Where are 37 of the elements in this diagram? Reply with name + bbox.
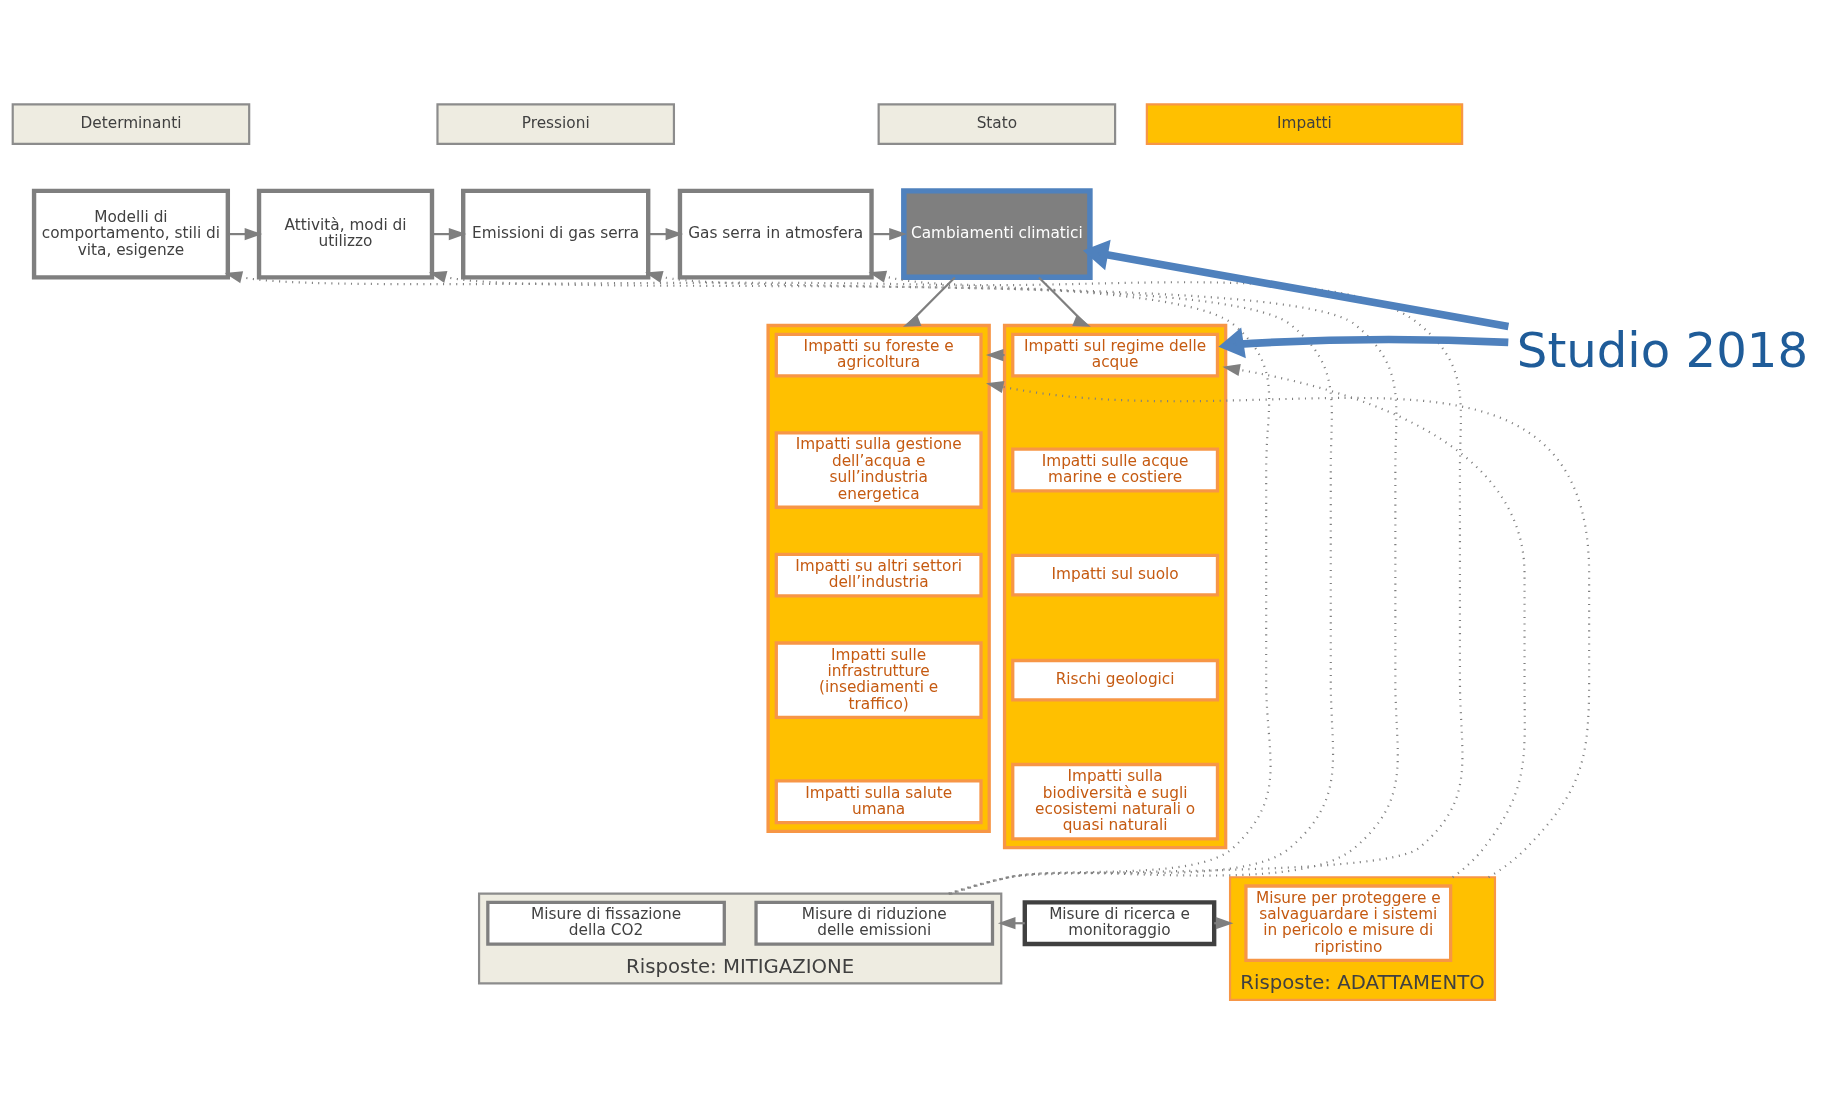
- node-box: Impatti: [1145, 102, 1464, 145]
- node-box: Rischi geologici: [1011, 658, 1220, 702]
- arrow: [902, 276, 956, 327]
- node-text: Studio 2018: [1516, 321, 1809, 378]
- arrow: [871, 227, 907, 240]
- node-box: Impatti sul suolo: [1011, 553, 1220, 596]
- arrow: [648, 227, 684, 240]
- arrow: [985, 380, 1591, 878]
- node-box: Impatti su altri settori dell’industria: [774, 552, 983, 598]
- node-box: Emissioni di gas serra: [461, 188, 651, 280]
- node-box: Impatti su foreste e agricoltura: [774, 332, 983, 377]
- arrow: [1082, 239, 1510, 330]
- arrow: [868, 270, 1464, 895]
- node-box: Impatti sulla biodiversità e sugli ecosistemi naturali o quasi naturali: [1011, 762, 1220, 841]
- arrow: [1038, 276, 1091, 327]
- node-box: Pressioni: [436, 102, 676, 145]
- node-box: Impatti sulle acque marine e costiere: [1011, 447, 1220, 492]
- arrow: [645, 270, 1399, 895]
- node-box: Misure di riduzione delle emissioni: [754, 900, 995, 946]
- arrow: [997, 916, 1025, 929]
- node-box: Modelli di comportamento, stili di vita, esigenze: [31, 188, 230, 280]
- node-box: Impatti sulla gestione dell’acqua e sull’industria energetica: [774, 430, 983, 509]
- node-box: Stato: [877, 102, 1117, 145]
- cluster: [1002, 323, 1228, 849]
- node-box: Misure di fissazione della CO2: [486, 900, 726, 946]
- node-box: Attività, modi di utilizzo: [256, 188, 435, 280]
- node-box: Impatti sul regime delle acque: [1011, 332, 1220, 377]
- node-box: Gas serra in atmosfera: [677, 188, 874, 280]
- node-box: Impatti sulle infrastrutture (insediamenti e traffico): [774, 640, 983, 719]
- node-box: Misure per proteggere e salvaguardare i sistemi in pericolo e misure di ripristino: [1244, 883, 1453, 962]
- arrow: [224, 270, 1272, 895]
- node-box: Impatti sulla salute umana: [774, 778, 983, 824]
- node-box: Determinanti: [11, 102, 251, 145]
- arrow: [1222, 363, 1526, 878]
- arrow: [428, 270, 1335, 895]
- node-box: Cambiamenti climatici: [901, 187, 1093, 280]
- cluster: [766, 323, 991, 833]
